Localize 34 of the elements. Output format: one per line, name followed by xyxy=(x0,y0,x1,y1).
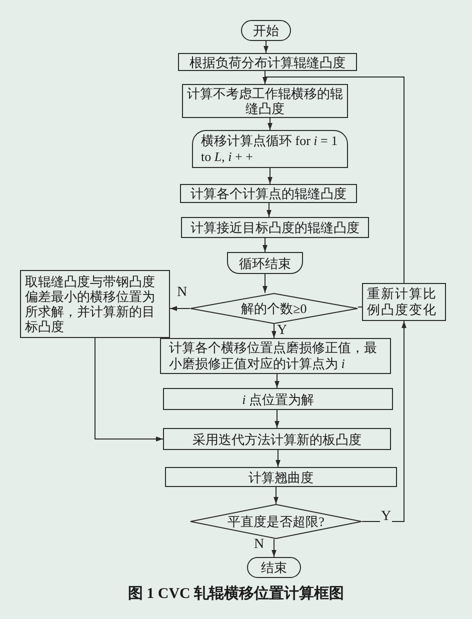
edge-label: Y xyxy=(380,510,392,524)
figure-caption: 图 1 CVC 轧辊横移位置计算框图 xyxy=(126,584,346,604)
arrow xyxy=(274,410,280,428)
loop-end-box: 循环结束 xyxy=(227,252,303,274)
arrow xyxy=(94,338,164,442)
arrow xyxy=(274,374,280,388)
arrow xyxy=(276,450,280,468)
arrow xyxy=(264,40,268,54)
process-box: 计算翘曲度 xyxy=(165,467,397,487)
process-box: 计算不考虑工作辊横移的辊缝凸度 xyxy=(182,84,348,118)
arrow xyxy=(262,274,268,294)
process-box: 采用迭代方法计算新的板凸度 xyxy=(163,428,391,450)
arrow xyxy=(272,538,276,558)
arrow xyxy=(262,238,268,252)
start-terminal: 开始 xyxy=(241,20,291,41)
process-box: 计算接近目标凸度的辊缝凸度 xyxy=(181,217,369,238)
process-box: i 点位置为解 xyxy=(163,388,393,410)
end-terminal: 结束 xyxy=(247,557,301,578)
process-box: 重新计算比例凸度变化 xyxy=(362,283,446,321)
process-box: 根据负荷分布计算辊缝凸度 xyxy=(178,53,357,71)
process-box: 取辊缝凸度与带钢凸度偏差最小的横移位置为所求解，并计算新的目标凸度 xyxy=(20,270,170,338)
decision-diamond: 平直度是否超限? xyxy=(190,504,362,539)
arrow xyxy=(362,320,406,522)
arrow xyxy=(272,324,276,338)
decision-diamond: 解的个数≥0 xyxy=(190,293,358,324)
arrow xyxy=(266,202,272,218)
arrow xyxy=(170,306,190,311)
arrow xyxy=(274,486,278,504)
process-box: 计算各个横移位置点磨损修正值，最小磨损修正值对应的计算点为 i xyxy=(160,338,391,374)
arrow xyxy=(268,118,272,130)
arrow xyxy=(262,76,404,284)
process-box: 计算各个计算点的辊缝凸度 xyxy=(180,184,357,203)
loop-start-box: 横移计算点循环 for i = 1 to L, i + + xyxy=(192,130,348,168)
arrow xyxy=(268,168,272,184)
